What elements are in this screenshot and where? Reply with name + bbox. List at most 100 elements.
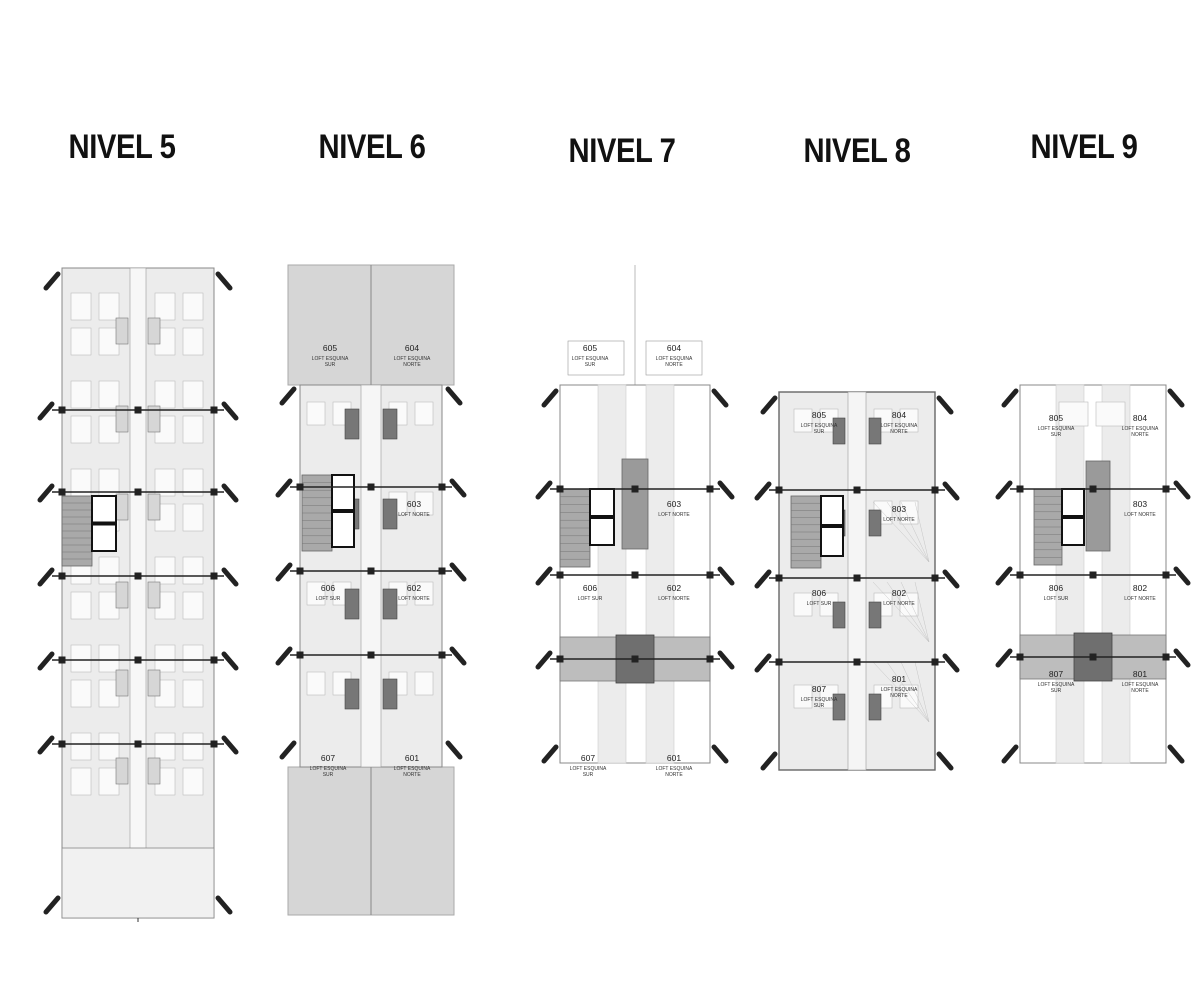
hatch-line [900,581,930,643]
column-mark [556,571,564,579]
furniture-block [182,380,204,409]
facade-fin [37,483,55,503]
lobby-end [61,847,215,919]
column-mark [556,655,564,663]
unit-type-label: LOFT SUR [578,596,603,602]
elevator-shaft [331,474,355,511]
column-mark [296,567,304,575]
facade-fin [279,740,297,760]
furniture-block [182,415,204,444]
furniture-block [70,292,92,321]
furniture-block [154,732,176,761]
column-mark [853,574,861,582]
facade-fin [1173,566,1191,586]
column-mark [296,651,304,659]
furniture-block [1095,401,1126,427]
column-mark [706,485,714,493]
facade-fin [275,562,293,582]
bathroom-core [832,601,846,629]
facade-fin [711,388,729,408]
service-core [621,458,649,550]
furniture-block [899,408,919,433]
facade-fin [1001,388,1019,408]
furniture-block [98,644,120,673]
bathroom [115,581,129,609]
bathroom-core [832,693,846,721]
column-mark [1016,571,1024,579]
bathroom-core [868,509,882,537]
level-title-9: NIVEL 9 [1030,128,1138,166]
facade-fin [221,401,239,421]
unit-type-label: NORTE [890,693,908,699]
column-mark [631,485,639,493]
column-mark [438,567,446,575]
unit-type-label: LOFT ESQUINA [801,423,838,429]
unit-number: 807 [812,684,826,694]
unit-strip [597,384,627,764]
furniture-block [98,292,120,321]
furniture-block [154,556,176,585]
facade-fin [37,567,55,587]
unit-number: 605 [583,343,597,353]
unit-type-label: LOFT ESQUINA [310,766,347,772]
column-mark [775,574,783,582]
furniture-block [182,644,204,673]
column-mark [631,655,639,663]
unit-type-label: LOFT SUR [316,596,341,602]
furniture-block [899,500,919,525]
facade-fin [535,566,553,586]
furniture-block [414,401,434,426]
facade-fin [449,562,467,582]
unit-type-label: SUR [325,362,336,368]
furniture-block [182,732,204,761]
unit-type-label: LOFT NORTE [398,596,430,602]
facade-fin [717,566,735,586]
column-mark [1162,485,1170,493]
facade-fin [754,653,772,673]
unit-number: 605 [323,343,337,353]
elevator-shaft [1061,488,1085,517]
unit-number: 604 [667,343,681,353]
facade-fin [221,567,239,587]
unit-type-label: LOFT NORTE [883,601,915,607]
furniture-block [793,684,813,709]
furniture-block [182,292,204,321]
facade-fin [37,401,55,421]
column-mark [1162,653,1170,661]
hatch-line [914,501,930,563]
facade-fin [942,653,960,673]
furniture-block [414,581,434,606]
unit-type-label: LOFT ESQUINA [881,423,918,429]
unit-type-label: SUR [814,703,825,709]
hatch-line [872,501,930,563]
facade-fin [760,751,778,771]
elevator-shaft [91,495,117,524]
unit-number: 603 [407,499,421,509]
unit-type-label: SUR [583,772,594,778]
hatch-line [872,581,930,643]
unit-type-label: NORTE [890,429,908,435]
furniture-block [154,644,176,673]
bathroom [115,757,129,785]
furniture-block [414,671,434,696]
unit-number: 602 [667,583,681,593]
unit-number: 606 [321,583,335,593]
bathroom-core [382,408,398,440]
furniture-block [154,380,176,409]
bathroom [115,669,129,697]
elevator-shaft [820,526,844,557]
facade-fin [541,744,559,764]
unit-number: 607 [581,753,595,763]
level-title-5: NIVEL 5 [68,128,176,166]
unit-type-label: LOFT ESQUINA [570,766,607,772]
furniture-block [793,408,813,433]
level-title-8: NIVEL 8 [803,132,911,170]
facade-fin [995,566,1013,586]
unit-type-label: LOFT ESQUINA [1122,426,1159,432]
bathroom-core [382,588,398,620]
facade-fin [936,751,954,771]
unit-number: 801 [892,674,906,684]
column-mark [931,574,939,582]
unit-number: 806 [812,588,826,598]
level-title-6: NIVEL 6 [318,128,426,166]
